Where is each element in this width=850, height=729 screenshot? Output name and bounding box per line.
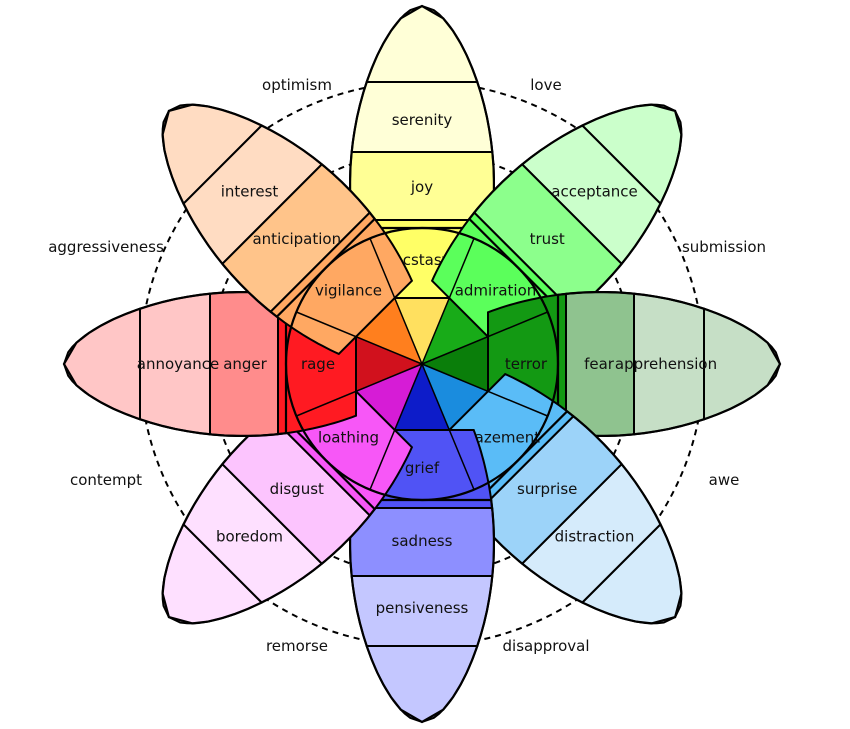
emotion-label-sadness: sadness xyxy=(392,532,453,550)
core-divider xyxy=(369,238,423,365)
petal-outline xyxy=(161,103,377,319)
emotion-label-surprise: surprise xyxy=(517,480,577,498)
dyad-labels: love submission awe disapproval remorse conte… xyxy=(48,76,766,655)
petal-outline xyxy=(467,409,683,625)
petal-sadness: pensiveness sadness grief xyxy=(349,364,495,724)
core-divider xyxy=(296,311,423,365)
petal-anticipation: interest anticipation vigilance xyxy=(161,103,422,364)
core-circle xyxy=(284,226,560,502)
emotion-label-boredom: boredom xyxy=(216,528,283,546)
petal-outline xyxy=(161,409,377,625)
emotion-petals: serenity joy ecstasy acceptance trust admirat… xyxy=(62,4,782,724)
core-divider xyxy=(421,363,475,490)
petal-outline xyxy=(349,4,495,230)
dyad-label-submission: submission xyxy=(682,238,766,256)
emotion-label-trust: trust xyxy=(530,230,565,248)
core-divider xyxy=(421,311,548,365)
petal-outline xyxy=(62,291,288,437)
emotion-label-annoyance: annoyance xyxy=(137,355,219,373)
core-borders xyxy=(284,226,560,502)
core-divider xyxy=(296,363,423,417)
emotion-label-disgust: disgust xyxy=(270,480,324,498)
dyad-label-awe: awe xyxy=(709,471,740,489)
emotion-label-anticipation: anticipation xyxy=(252,230,341,248)
emotion-label-apprehension: apprehension xyxy=(615,355,717,373)
emotion-label-loathing: loathing xyxy=(318,429,379,447)
emotion-label-vigilance: vigilance xyxy=(315,282,382,300)
emotion-label-acceptance: acceptance xyxy=(551,183,638,201)
emotion-label-anger: anger xyxy=(223,355,267,373)
core-divider xyxy=(421,238,475,365)
emotion-label-fear: fear xyxy=(584,355,615,373)
dyad-label-love: love xyxy=(530,76,561,94)
core-divider xyxy=(421,363,548,417)
emotion-label-ecstasy: ecstasy xyxy=(393,251,450,269)
dyad-label-remorse: remorse xyxy=(266,637,328,655)
petal-outline xyxy=(349,498,495,724)
dyad-label-optimism: optimism xyxy=(262,76,332,94)
emotion-label-terror: terror xyxy=(505,355,548,373)
emotion-label-grief: grief xyxy=(405,459,440,477)
emotion-label-admiration: admiration xyxy=(455,282,537,300)
emotion-label-rage: rage xyxy=(301,355,335,373)
dyad-label-contempt: contempt xyxy=(70,471,142,489)
emotion-label-serenity: serenity xyxy=(392,111,453,129)
emotion-label-interest: interest xyxy=(221,183,279,201)
emotion-label-distraction: distraction xyxy=(555,528,635,546)
petal-outline xyxy=(556,291,782,437)
core-divider xyxy=(369,363,423,490)
emotion-label-joy: joy xyxy=(410,178,433,196)
petal-outline xyxy=(467,103,683,319)
dyad-label-aggressiveness: aggressiveness xyxy=(48,238,164,256)
dyad-label-disapproval: disapproval xyxy=(503,637,590,655)
emotion-label-pensiveness: pensiveness xyxy=(376,599,469,617)
